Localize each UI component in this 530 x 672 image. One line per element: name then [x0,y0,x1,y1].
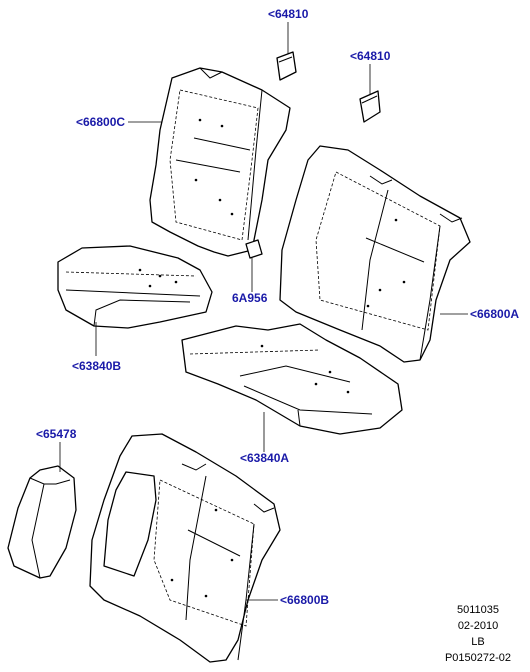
callout-backrest-lower: <66800B [280,593,329,607]
clip-upper [276,51,297,81]
backrest-right [279,145,471,363]
armrest [7,465,77,579]
diagram-ref: P0150272-02 [444,652,512,664]
leader-lines [59,22,468,601]
callout-backrest-upper: <66800C [76,115,125,129]
clip-right [359,90,381,123]
callout-cushion-left: <63840B [72,359,121,373]
diagram-id: 5011035 [456,604,499,616]
callout-armrest: <65478 [36,427,77,441]
diagram-region: LB [471,636,485,648]
callout-clip-upper: <64810 [268,7,309,21]
cushion-center [181,323,403,435]
callout-clip-right: <64810 [350,49,391,63]
callout-backrest-right: <66800A [470,307,519,321]
retainer [245,239,263,259]
cushion-left [57,245,213,329]
diagram-date: 02-2010 [457,620,499,632]
callout-retainer: 6A956 [232,291,268,305]
backrest-upper [149,67,291,257]
callout-cushion-center: <63840A [240,451,289,465]
backrest-lower [89,433,281,663]
